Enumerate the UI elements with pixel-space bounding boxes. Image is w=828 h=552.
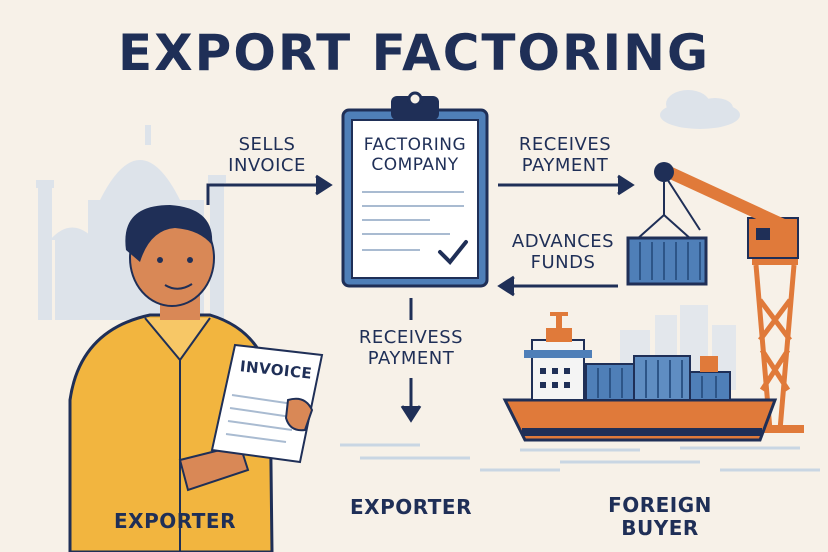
edge-label-receives-payment-down-line1: RECEIVESS bbox=[358, 327, 464, 348]
water-waves bbox=[340, 443, 820, 472]
foreign-buyer-label: FOREIGN BUYER bbox=[590, 494, 730, 540]
shipping-container-icon bbox=[626, 236, 708, 286]
edge-label-advances-funds-line2: FUNDS bbox=[530, 251, 596, 273]
edge-label-advances-funds: ADVANCES FUNDS bbox=[496, 231, 630, 273]
exporter-person-label: EXPORTER bbox=[114, 509, 236, 533]
invoice-document-icon bbox=[210, 343, 324, 464]
cargo-ship-icon bbox=[502, 312, 778, 442]
edge-label-receives-payment-right-line2: PAYMENT bbox=[521, 154, 609, 176]
factoring-company-label: FACTORING COMPANY bbox=[352, 135, 478, 175]
foreign-buyer-label-line1: FOREIGN bbox=[608, 493, 712, 517]
factoring-company-label-line2: COMPANY bbox=[371, 154, 459, 175]
page-title: EXPORT FACTORING bbox=[117, 24, 711, 82]
factoring-company-label-line1: FACTORING bbox=[363, 135, 467, 155]
edge-label-receives-payment-right: RECEIVES PAYMENT bbox=[500, 134, 630, 176]
exporter-center-label: EXPORTER bbox=[350, 495, 472, 519]
checkmark-icon bbox=[438, 240, 468, 265]
factoring-company-clipboard bbox=[341, 91, 489, 288]
arrow-sells-invoice bbox=[206, 174, 333, 205]
edge-label-receives-payment-right-line1: RECEIVES bbox=[518, 134, 612, 155]
edge-label-advances-funds-line1: ADVANCES bbox=[511, 231, 615, 252]
foreign-buyer-label-line2: BUYER bbox=[621, 516, 699, 540]
arrow-advances-funds bbox=[497, 275, 618, 297]
edge-label-sells-invoice-line1: SELLS bbox=[238, 134, 296, 155]
crane-icon bbox=[635, 162, 804, 433]
edge-label-sells-invoice: SELLS INVOICE bbox=[212, 134, 322, 176]
exporter-person bbox=[68, 205, 274, 552]
edge-label-receives-payment-down-line2: PAYMENT bbox=[367, 347, 455, 369]
arrow-receives-payment-down bbox=[400, 298, 422, 423]
edge-label-sells-invoice-line2: INVOICE bbox=[228, 154, 306, 176]
cloud-icon bbox=[660, 90, 740, 129]
edge-label-receives-payment-down: RECEIVESS PAYMENT bbox=[340, 327, 482, 369]
arrow-receives-payment-right bbox=[498, 174, 635, 196]
